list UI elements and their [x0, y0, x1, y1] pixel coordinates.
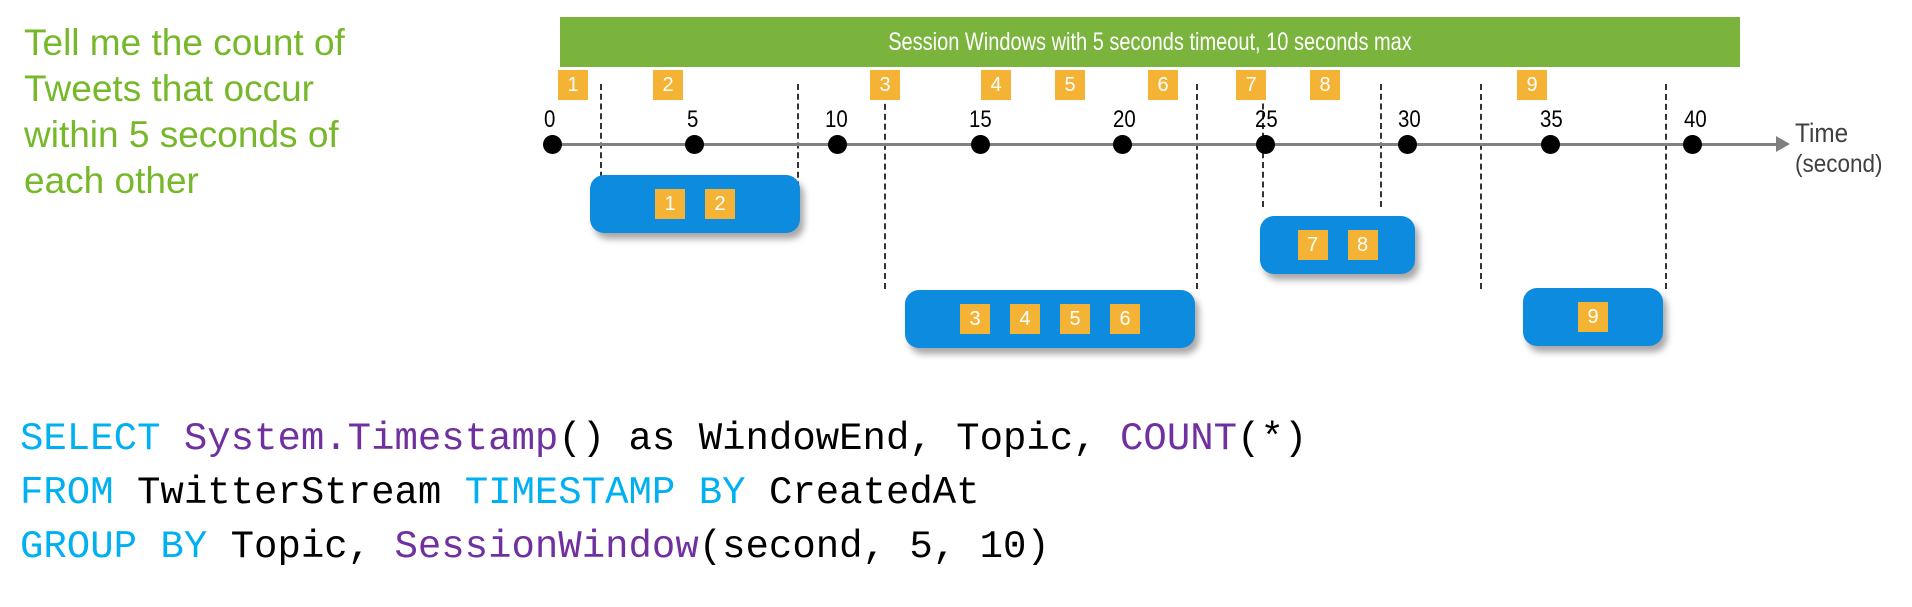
time-axis-label: Time (second) [1795, 118, 1883, 180]
axis-point [685, 135, 704, 154]
event-badge-7[interactable]: 7 [1236, 70, 1266, 100]
window-event-badge: 1 [655, 189, 685, 219]
sql-query-block: SELECT System.Timestamp() as WindowEnd, … [20, 412, 1307, 574]
prompt-text: Tell me the count of Tweets that occur w… [24, 20, 444, 204]
session-window-1[interactable]: 1 2 [590, 175, 800, 233]
event-badge-5[interactable]: 5 [1055, 70, 1085, 100]
axis-tick-label: 10 [825, 106, 848, 133]
time-axis-label-main: Time [1795, 118, 1849, 148]
prompt-line-3: within 5 seconds of [24, 114, 339, 155]
window-event-badge: 6 [1110, 304, 1140, 334]
time-axis-line [545, 143, 1780, 146]
event-badge-3[interactable]: 3 [870, 70, 900, 100]
time-axis-label-unit: (second) [1795, 150, 1883, 178]
axis-tick-label: 15 [969, 106, 992, 133]
window-event-badge: 4 [1010, 304, 1040, 334]
window-event-badge: 2 [705, 189, 735, 219]
sql-session-window-args: (second, 5, 10) [698, 525, 1050, 569]
window-event-badge: 3 [960, 304, 990, 334]
axis-tick-label: 30 [1398, 106, 1421, 133]
sql-keyword-from: FROM [20, 471, 114, 515]
event-badge-4[interactable]: 4 [981, 70, 1011, 100]
event-badge-1[interactable]: 1 [558, 70, 588, 100]
time-axis-arrow-icon [1776, 136, 1790, 152]
window-event-badge: 8 [1347, 230, 1378, 260]
sql-identifier-topic: Topic, [207, 525, 395, 569]
window-event-badge: 7 [1297, 230, 1328, 260]
window-event-badge: 5 [1060, 304, 1090, 334]
session-boundary-line [884, 84, 886, 289]
sql-function-system-timestamp: System.Timestamp [183, 417, 559, 461]
axis-point [1683, 135, 1702, 154]
prompt-line-1: Tell me the count of [24, 22, 345, 63]
session-window-2[interactable]: 3 4 5 6 [905, 290, 1195, 348]
sql-identifiers-2: (*) [1237, 417, 1308, 461]
diagram-title: Session Windows with 5 seconds timeout, … [888, 27, 1412, 56]
axis-tick-label: 35 [1540, 106, 1563, 133]
axis-tick-label: 25 [1255, 106, 1278, 133]
axis-point [828, 135, 847, 154]
sql-function-count: COUNT [1120, 417, 1238, 461]
session-window-4[interactable]: 9 [1523, 288, 1663, 346]
axis-point [971, 135, 990, 154]
axis-point [1541, 135, 1560, 154]
diagram-title-bar: Session Windows with 5 seconds timeout, … [560, 17, 1740, 67]
axis-point [543, 135, 562, 154]
event-badge-9[interactable]: 9 [1517, 70, 1547, 100]
sql-keyword-timestamp-by: TIMESTAMP BY [464, 471, 746, 515]
sql-line-3: GROUP BY Topic, SessionWindow(second, 5,… [20, 520, 1307, 574]
sql-line-2: FROM TwitterStream TIMESTAMP BY CreatedA… [20, 466, 1307, 520]
sql-identifiers-1: () as WindowEnd, Topic, [558, 417, 1121, 461]
session-boundary-line [1665, 84, 1667, 289]
event-badge-2[interactable]: 2 [653, 70, 683, 100]
sql-function-session-window: SessionWindow [394, 525, 699, 569]
window-event-badge: 9 [1578, 302, 1608, 332]
axis-point [1113, 135, 1132, 154]
session-window-3[interactable]: 7 8 [1260, 216, 1415, 274]
sql-keyword-group-by: GROUP BY [20, 525, 208, 569]
event-badge-8[interactable]: 8 [1310, 70, 1340, 100]
prompt-line-4: each other [24, 160, 199, 201]
sql-identifier-createdat: CreatedAt [745, 471, 980, 515]
sql-identifier-stream: TwitterStream [113, 471, 465, 515]
prompt-line-2: Tweets that occur [24, 68, 314, 109]
sql-keyword-select: SELECT [20, 417, 161, 461]
axis-tick-label: 20 [1113, 106, 1136, 133]
session-window-diagram: Session Windows with 5 seconds timeout, … [543, 17, 1883, 348]
axis-point [1256, 135, 1275, 154]
sql-line-1: SELECT System.Timestamp() as WindowEnd, … [20, 412, 1307, 466]
axis-tick-label: 5 [687, 106, 699, 133]
axis-tick-label: 40 [1684, 106, 1707, 133]
sql-space [160, 417, 183, 461]
event-badge-6[interactable]: 6 [1148, 70, 1178, 100]
axis-point [1398, 135, 1417, 154]
axis-tick-label: 0 [544, 106, 556, 133]
session-boundary-line [1196, 84, 1198, 289]
session-boundary-line [1480, 84, 1482, 289]
